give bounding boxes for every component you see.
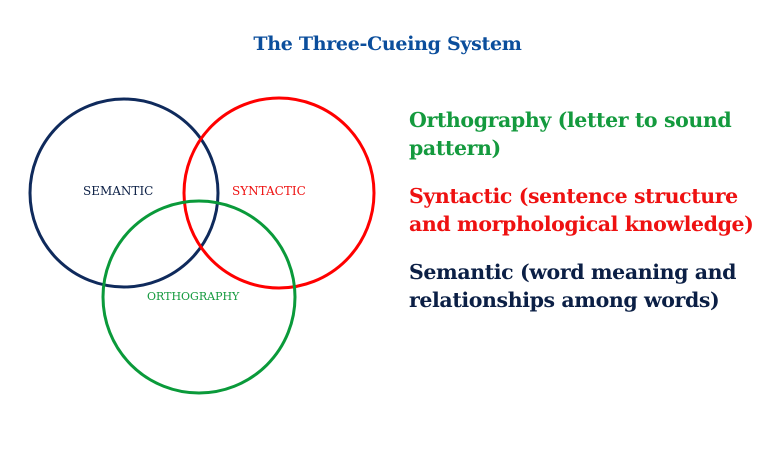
page-title: The Three-Cueing System (253, 33, 522, 55)
legend-orthography: Orthography (letter to sound pattern) (409, 108, 732, 160)
legend: Orthography (letter to sound pattern) Sy… (409, 106, 769, 334)
circle-orthography (101, 199, 297, 395)
legend-semantic: Semantic (word meaning and relationships… (409, 260, 737, 312)
circle-syntactic (182, 96, 376, 290)
circle-semantic (28, 97, 220, 289)
legend-syntactic: Syntactic (sentence structure and morpho… (409, 184, 754, 236)
label-orthography: ORTHOGRAPHY (147, 290, 240, 303)
label-syntactic: SYNTACTIC (232, 184, 306, 198)
label-semantic: SEMANTIC (83, 184, 154, 198)
